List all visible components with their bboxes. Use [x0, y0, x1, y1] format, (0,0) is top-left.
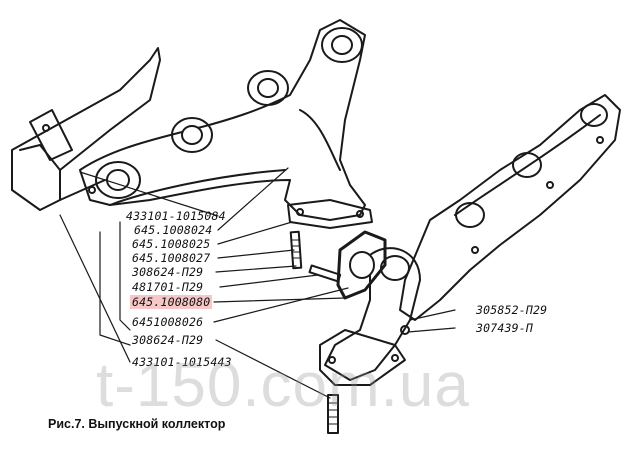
port-flange-4	[321, 27, 363, 63]
part-label-645-1008025: 645.1008025	[132, 237, 211, 251]
part-label-433101-1015443: 433101-1015443	[132, 355, 232, 369]
heat-shield-bracket	[11, 47, 161, 211]
stud-middle	[308, 264, 342, 283]
part-label-6451008026: 6451008026	[132, 315, 204, 329]
part-label-433101-1015084: 433101-1015084	[126, 209, 226, 223]
gasket	[336, 230, 387, 300]
part-label-307439-p: 307439-П	[476, 321, 533, 335]
stud-lower	[327, 394, 339, 434]
figure-caption: Рис.7. Выпускной коллектор	[48, 417, 226, 431]
part-label-305852-p29: 305852-П29	[476, 303, 548, 317]
port-flange-3	[247, 70, 289, 106]
part-label-308624-p29-lower: 308624-П29	[132, 333, 204, 347]
part-label-481701-p29: 481701-П29	[132, 280, 204, 294]
exhaust-manifold-right	[319, 94, 621, 386]
watermark: t-150.com.ua	[96, 351, 470, 420]
port-flange-1	[95, 161, 141, 199]
part-label-308624-p29-upper: 308624-П29	[132, 265, 204, 279]
port-flange-2	[171, 117, 213, 153]
part-label-645-1008027: 645.1008027	[132, 251, 211, 265]
part-label-645-1008080-highlighted: 645.1008080	[130, 295, 213, 309]
exhaust-manifold-left	[79, 19, 373, 229]
part-label-645-1008024: 645.1008024	[134, 223, 213, 237]
outlet-flange-right	[319, 329, 406, 386]
leader-lines	[59, 167, 456, 399]
